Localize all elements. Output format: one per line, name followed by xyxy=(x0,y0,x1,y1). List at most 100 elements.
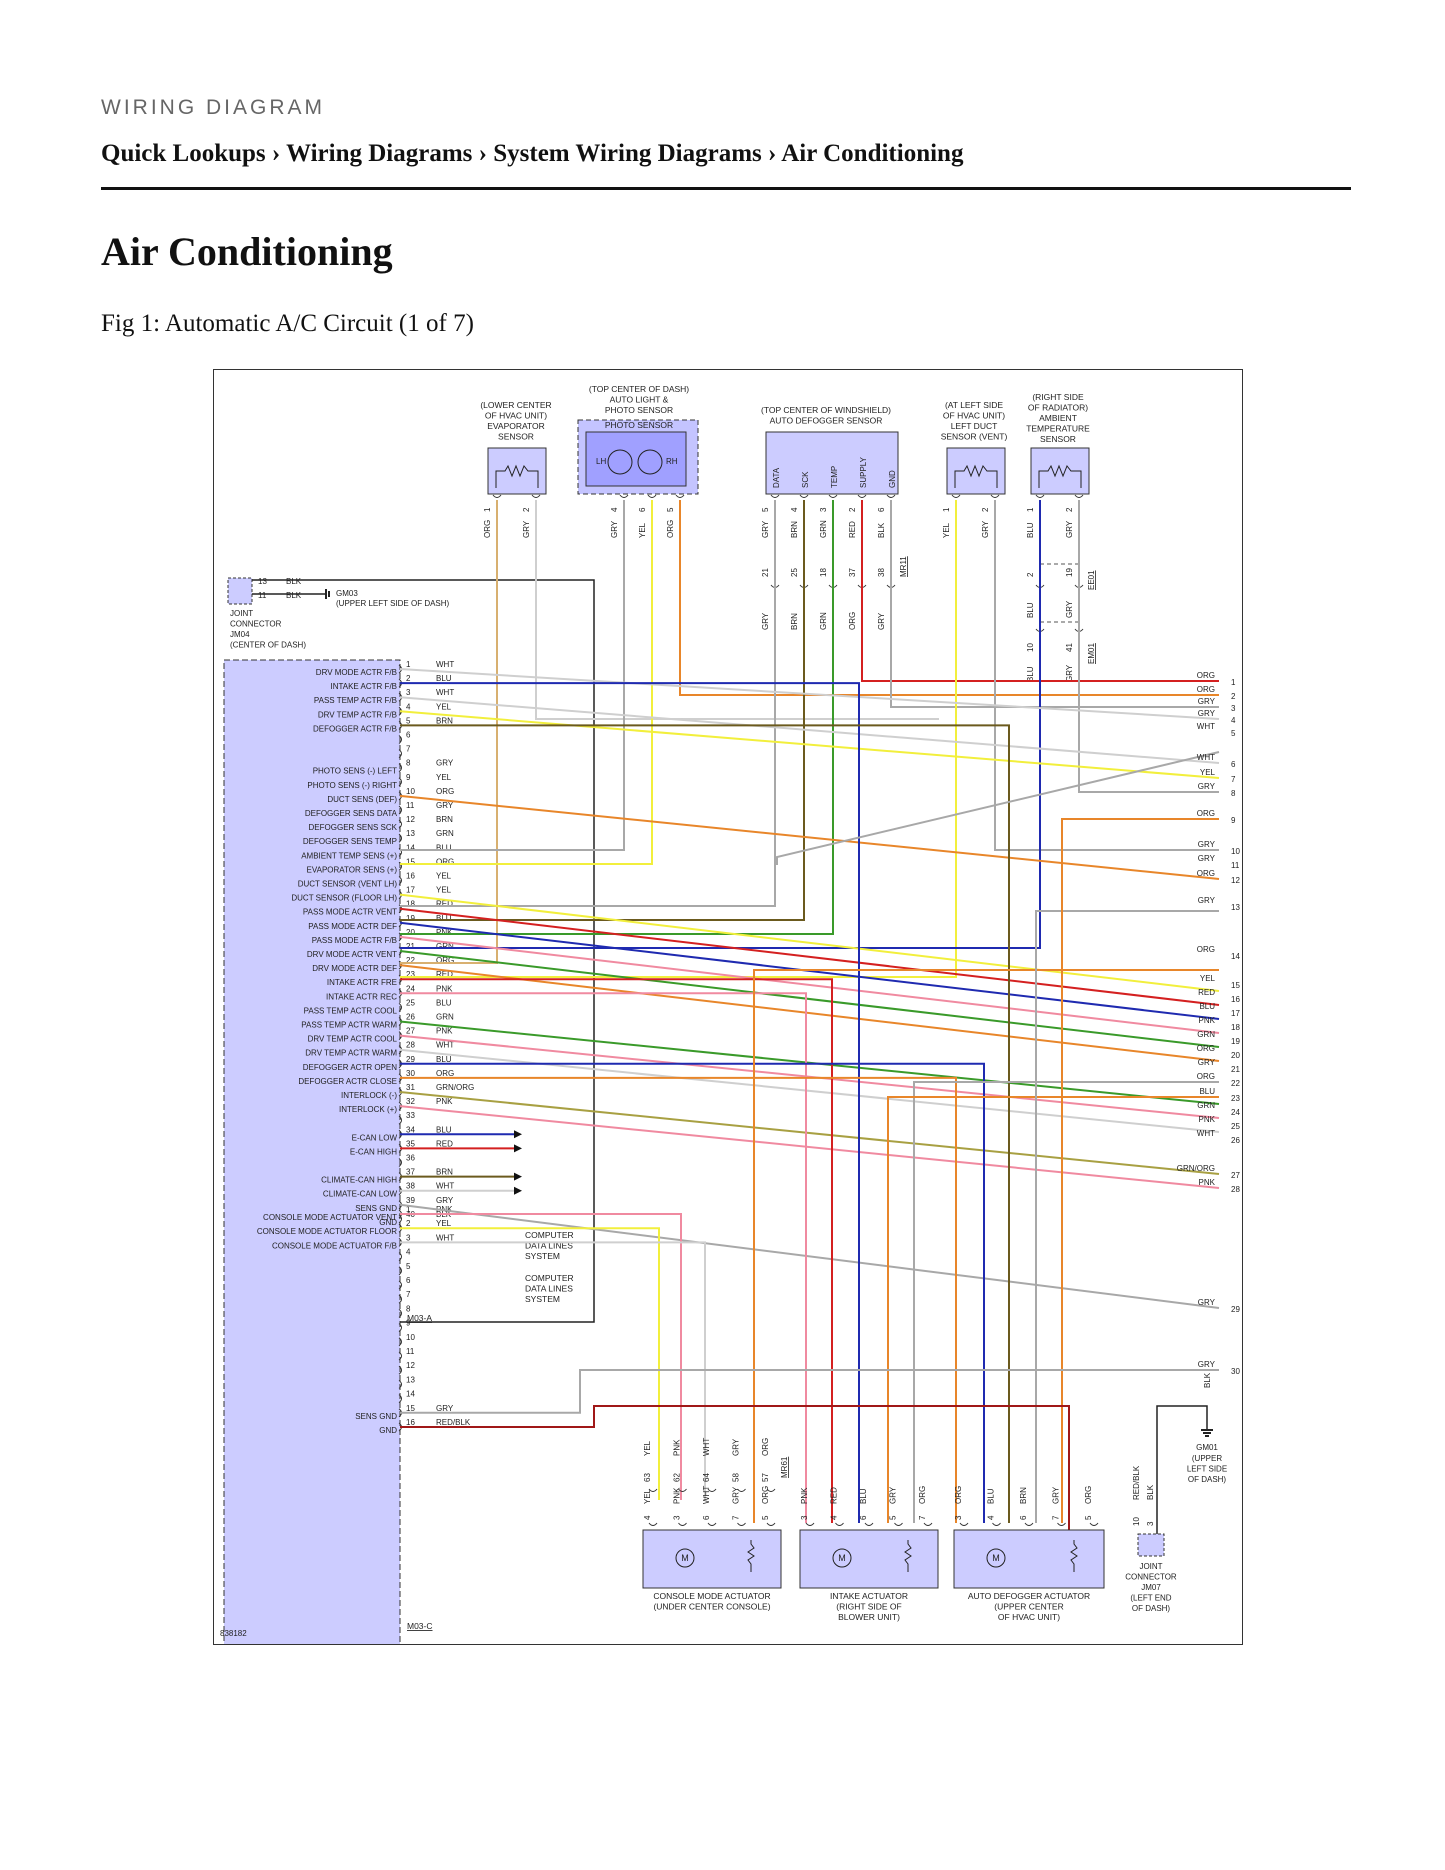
module-pin-wire-color: BLU xyxy=(436,843,452,852)
intake-actuator-pin-number: 3 xyxy=(800,1515,809,1520)
mr61-pin-number: 57 xyxy=(761,1473,770,1482)
module-pin-number: 21 xyxy=(406,942,415,951)
ambient-pin-chevron xyxy=(1035,494,1045,498)
module-pin-number: 36 xyxy=(406,1154,415,1163)
ambient-temperature-sensor-label: (RIGHT SIDE xyxy=(1032,392,1084,402)
duct-sensor-label: (AT LEFT SIDE xyxy=(945,400,1003,410)
module-pin-number: 33 xyxy=(406,1111,415,1120)
module-pin-chevron xyxy=(398,1337,402,1347)
module-pin-chevron xyxy=(398,735,402,744)
module-pin-wire-color: ORG xyxy=(436,956,454,965)
ee01-wire-color: BLU xyxy=(1026,602,1035,618)
ac-control-module-box xyxy=(223,659,401,1644)
console-mode-actuator-pin-number: 7 xyxy=(732,1515,741,1520)
module-pin-chevron xyxy=(398,1252,402,1261)
auto-defogger-actuator-pin-number: 7 xyxy=(1052,1515,1061,1520)
offpage-wire-color: GRY xyxy=(1198,840,1216,849)
module-to-offpage-wire xyxy=(399,1203,1220,1309)
module-pin-number: 10 xyxy=(406,1333,415,1342)
intake-actuator-label: BLOWER UNIT) xyxy=(838,1612,900,1622)
defogger-sens-sck-wire xyxy=(400,500,805,921)
defogger-actr-close-wire xyxy=(400,1076,957,1523)
sens-gnd-c-wire xyxy=(400,1369,1219,1414)
gnd-c-wire xyxy=(400,1405,1070,1534)
jm04-joint-connector-label: CONNECTOR xyxy=(230,620,282,629)
mr61-wire-color: WHT xyxy=(702,1438,711,1456)
mr61-pin-chevron xyxy=(678,1488,687,1492)
offpage-wire-color: GRN xyxy=(1197,1101,1215,1110)
evaporator-sensor-pin-number: 2 xyxy=(522,507,531,512)
intake-actuator-box xyxy=(799,1529,939,1589)
module-pin-number: 13 xyxy=(406,829,415,838)
module-pin-wire-color: GRN xyxy=(436,942,454,951)
offpage-reference-number: 9 xyxy=(1231,816,1236,825)
module-pin-number: 7 xyxy=(406,1290,411,1299)
data-line-arrow-icon xyxy=(514,1186,522,1195)
module-pin-label: DEFOGGER ACTR F/B xyxy=(313,724,397,733)
offpage-reference-number: 29 xyxy=(1231,1305,1240,1314)
module-pin-number: 5 xyxy=(406,1262,411,1271)
module-pin-label: DRV MODE ACTR DEF xyxy=(312,964,397,973)
ambient-pin-chevron xyxy=(1074,494,1084,498)
module-pin-chevron xyxy=(398,1214,402,1224)
module-pin-chevron xyxy=(398,1280,402,1290)
defogger-sens-temp-wire xyxy=(400,500,834,935)
duct-sensor-pin-number: 2 xyxy=(981,507,990,512)
breadcrumb-item-system-wiring-diagrams[interactable]: System Wiring Diagrams xyxy=(493,140,762,167)
offpage-wire-color: PNK xyxy=(1199,1178,1216,1187)
breadcrumb-item-wiring-diagrams[interactable]: Wiring Diagrams xyxy=(286,140,473,167)
offpage-wire-color: GRY xyxy=(1198,782,1216,791)
gm01-ground-name: GM01 xyxy=(1196,1443,1218,1452)
module-pin-number: 22 xyxy=(406,956,415,965)
intake-actuator-pin-chevron xyxy=(805,1522,815,1526)
breadcrumb-item-air-conditioning[interactable]: Air Conditioning xyxy=(781,140,964,167)
jm07-joint-connector-label: JM07 xyxy=(1141,1583,1161,1592)
module-pin-label: DRV MODE ACTR VENT xyxy=(307,950,397,959)
offpage-reference-number: 25 xyxy=(1231,1122,1240,1131)
offpage-reference-number: 6 xyxy=(1231,760,1236,769)
console-mode-vent-wire xyxy=(400,1213,682,1500)
module-pin-number: 13 xyxy=(406,1375,415,1384)
module-pin-label: E-CAN HIGH xyxy=(350,1147,397,1156)
intake-actuator-label: INTAKE ACTUATOR xyxy=(830,1591,908,1601)
module-pin-label: PASS MODE ACTR DEF xyxy=(308,922,397,931)
evaporator-sensor-wire-color-label: ORG xyxy=(483,520,492,538)
breadcrumb-item-quick-lookups[interactable]: Quick Lookups xyxy=(101,140,266,167)
auto-defogger-sensor-box xyxy=(765,431,899,495)
mr61-pin-chevron xyxy=(766,1488,776,1492)
defogger-sensor-pin-number: 3 xyxy=(819,507,828,512)
climate-can-data-lines-label: DATA LINES xyxy=(525,1284,573,1294)
intake-actuator-pin-number: 4 xyxy=(830,1515,839,1520)
ambient-sensor-wire-color-label: BLU xyxy=(1026,522,1035,538)
auto-defogger-actuator-label: (UPPER CENTER xyxy=(994,1602,1063,1612)
module-pin-label: DEFOGGER ACTR OPEN xyxy=(303,1063,397,1072)
offpage-wire-color: BLU xyxy=(1199,1087,1215,1096)
module-pin-label: E-CAN LOW xyxy=(352,1133,398,1142)
intake-actr-fre-wire xyxy=(400,978,833,1523)
duct-sensor-pin-number: 1 xyxy=(942,507,951,512)
module-pin-wire-color: YEL xyxy=(436,872,452,881)
offpage-reference-number: 11 xyxy=(1231,861,1240,870)
module-pin-number: 28 xyxy=(406,1041,415,1050)
defogger-sensor-ground-wire xyxy=(890,500,1219,708)
photo-pin-chevron xyxy=(675,494,685,498)
offpage-wire-color: GRN xyxy=(1197,1030,1215,1039)
module-pin-label: GND xyxy=(379,1218,397,1227)
auto-defogger-actuator-wire-color: ORG xyxy=(1084,1486,1093,1504)
evaporator-sensor-wire-color-label: GRY xyxy=(522,520,531,538)
auto-defogger-actuator-box xyxy=(953,1529,1105,1589)
module-pin-number: 8 xyxy=(406,759,411,768)
module-pin-label: DEFOGGER ACTR CLOSE xyxy=(298,1077,397,1086)
console-mode-actuator-wire-color: PNK xyxy=(673,1487,682,1504)
evaporator-sensor-box-thermistor-symbol xyxy=(495,464,539,488)
auto-defogger-actuator-wire-color: ORG xyxy=(954,1486,963,1504)
module-pin-wire-color: PNK xyxy=(436,984,453,993)
module-pin-label: SENS GND xyxy=(355,1412,397,1421)
gm01-ground-location: LEFT SIDE xyxy=(1187,1465,1227,1474)
module-pin-wire-color: YEL xyxy=(436,886,452,895)
module-pin-label: PASS MODE ACTR F/B xyxy=(312,936,397,945)
auto-defogger-sensor-label: (TOP CENTER OF WINDSHIELD) xyxy=(761,405,891,415)
module-pin-number: 9 xyxy=(406,773,411,782)
wiring-diagram-figure[interactable]: A/C CONTROL MODULE(RIGHT SIDE OF DASH)1W… xyxy=(213,369,1243,1645)
console-mode-actuator-motor-letter: M xyxy=(681,1553,689,1563)
